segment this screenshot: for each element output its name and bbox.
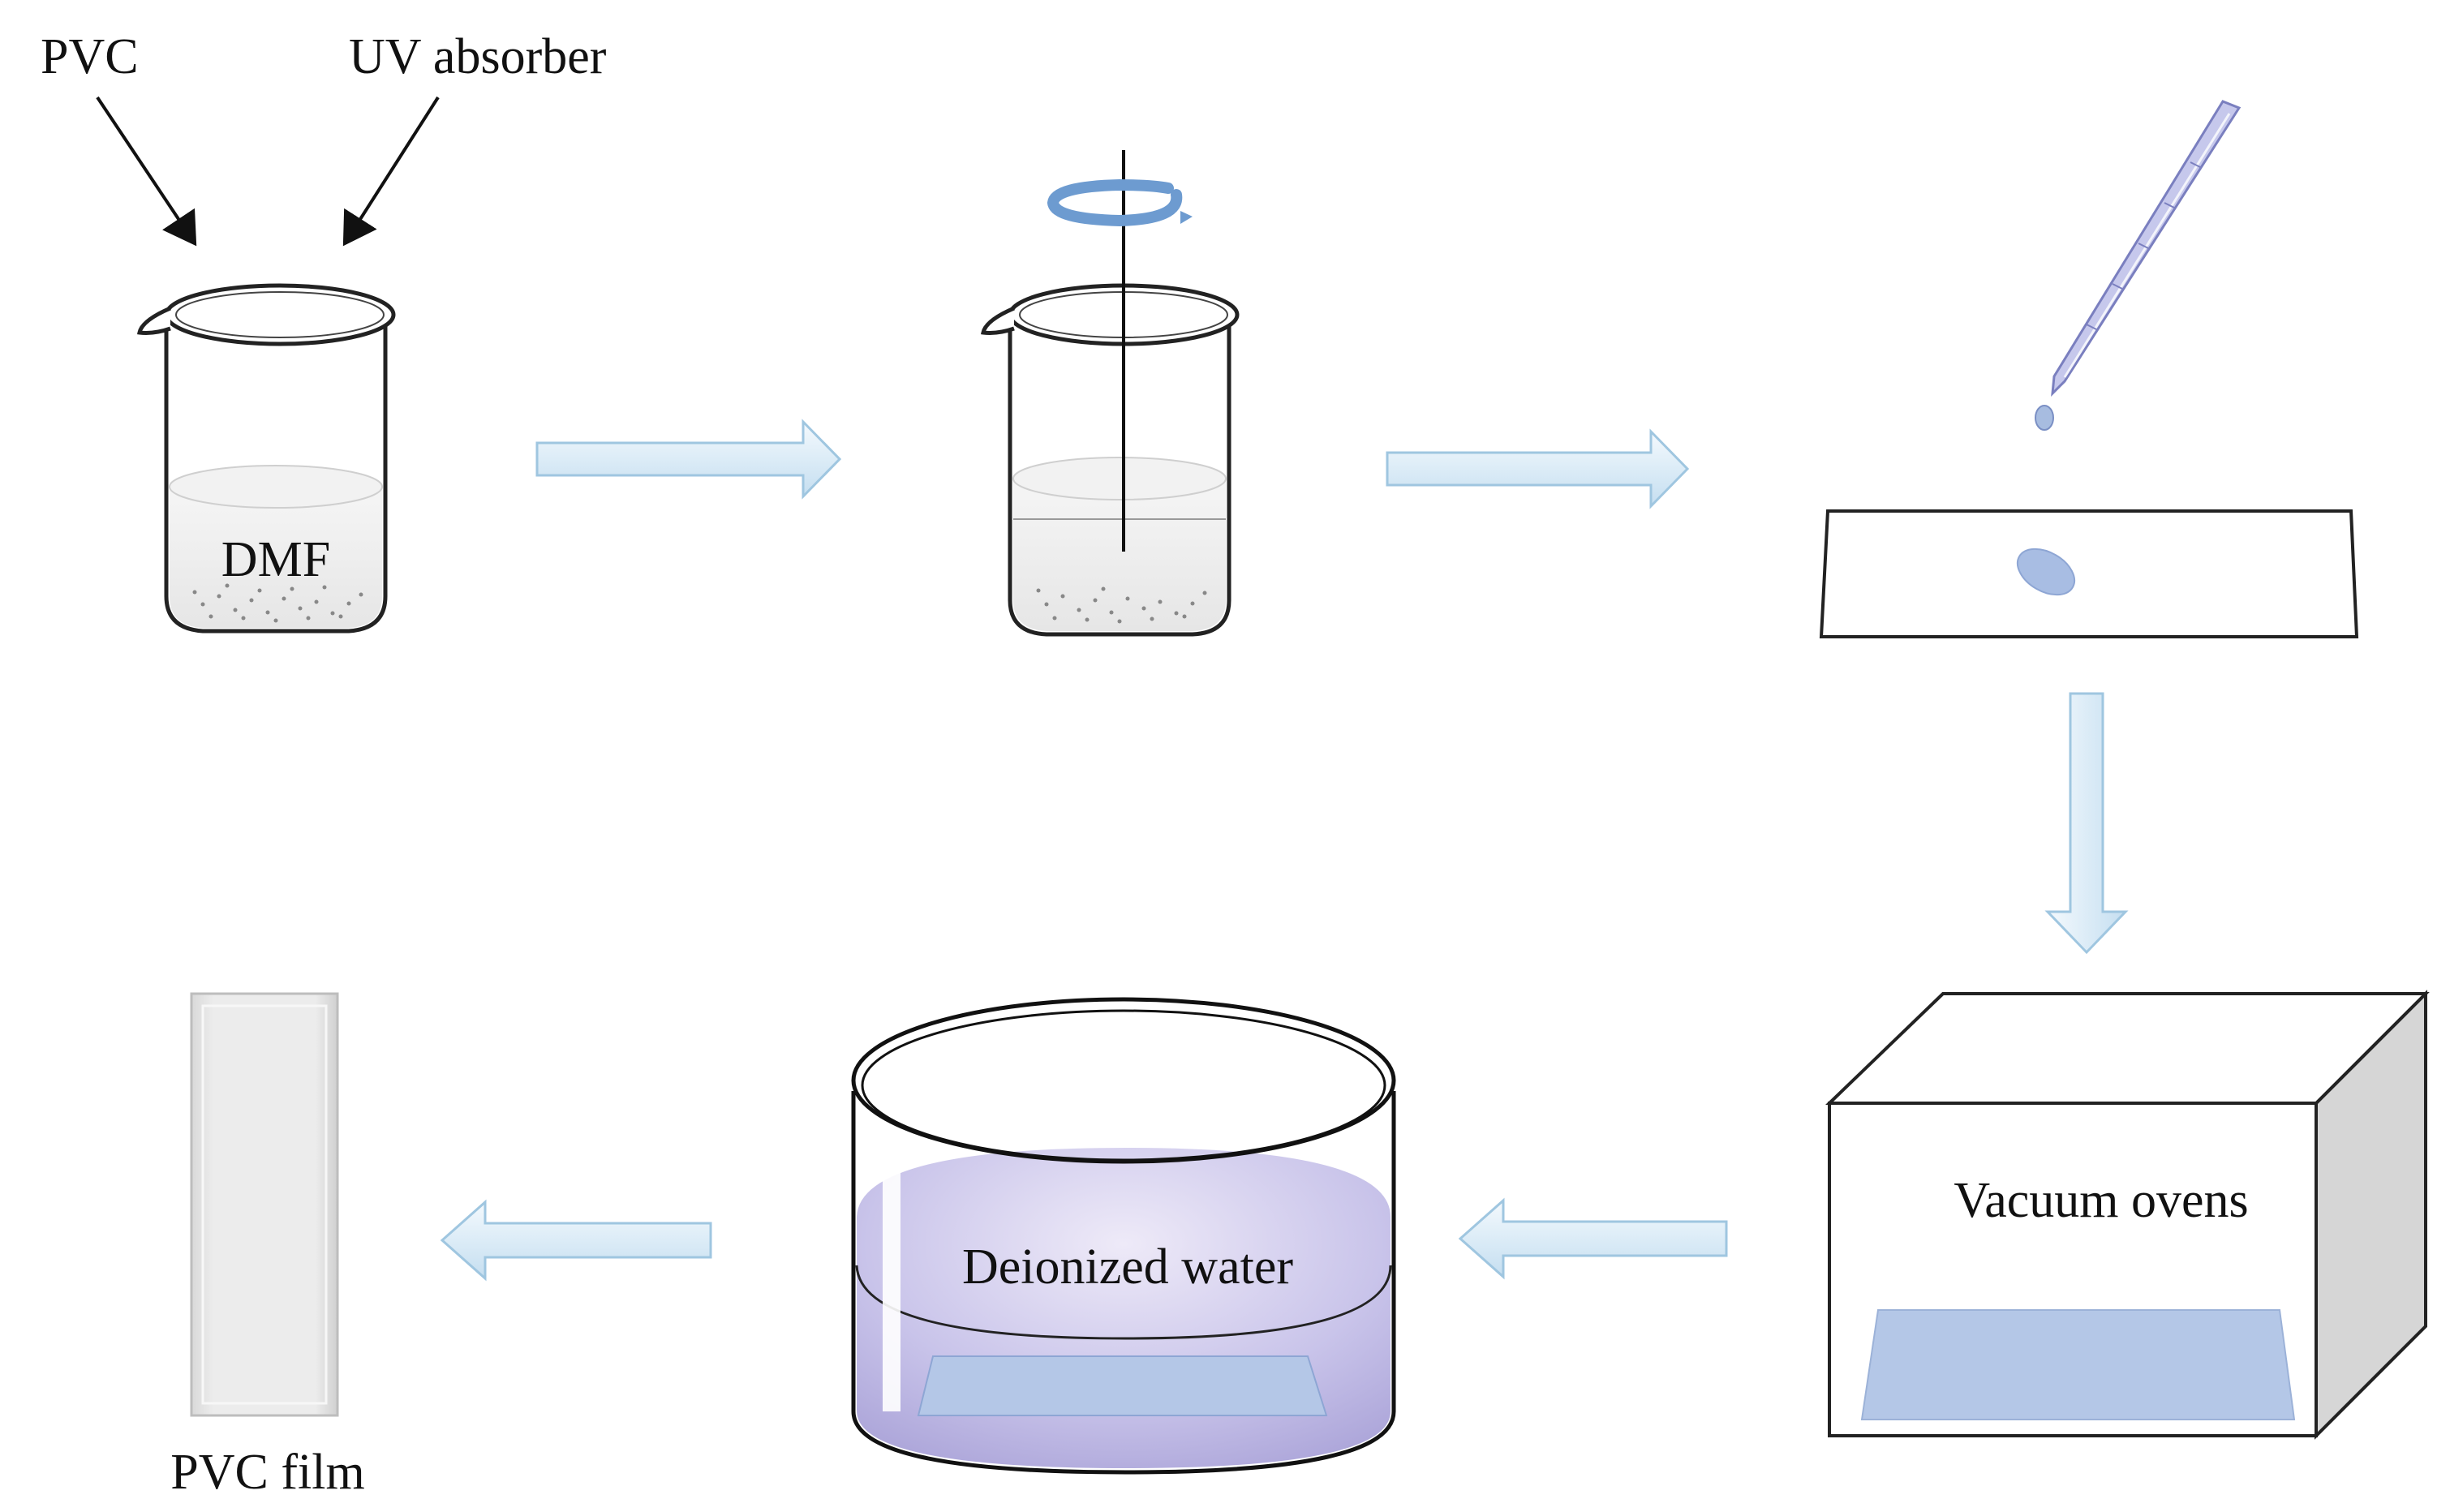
pvc-film-icon bbox=[190, 992, 339, 1417]
petri-dish-icon bbox=[851, 997, 1396, 1475]
vacuum-ovens-label: Vacuum ovens bbox=[1954, 1173, 2248, 1228]
arrow-left-1 bbox=[1458, 1197, 1728, 1280]
pvc-film-label: PVC film bbox=[170, 1445, 364, 1500]
vacuum-oven-icon bbox=[1825, 990, 2430, 1440]
dmf-label: DMF bbox=[221, 532, 330, 587]
pvc-arrow bbox=[96, 96, 197, 247]
arrow-left-2 bbox=[440, 1199, 712, 1282]
uv-absorber-label: UV absorber bbox=[349, 29, 607, 84]
pipette-icon bbox=[2035, 100, 2242, 431]
arrow-right-1 bbox=[535, 419, 842, 500]
arrow-right-2 bbox=[1386, 428, 1690, 509]
beaker-icon bbox=[137, 283, 396, 634]
deionized-water-label: Deionized water bbox=[962, 1239, 1293, 1295]
arrow-down bbox=[2044, 692, 2129, 955]
stirrer-icon bbox=[981, 150, 1240, 637]
pvc-label: PVC bbox=[41, 29, 139, 84]
glass-slide-icon bbox=[1819, 509, 2359, 638]
uv-absorber-arrow bbox=[342, 96, 440, 247]
